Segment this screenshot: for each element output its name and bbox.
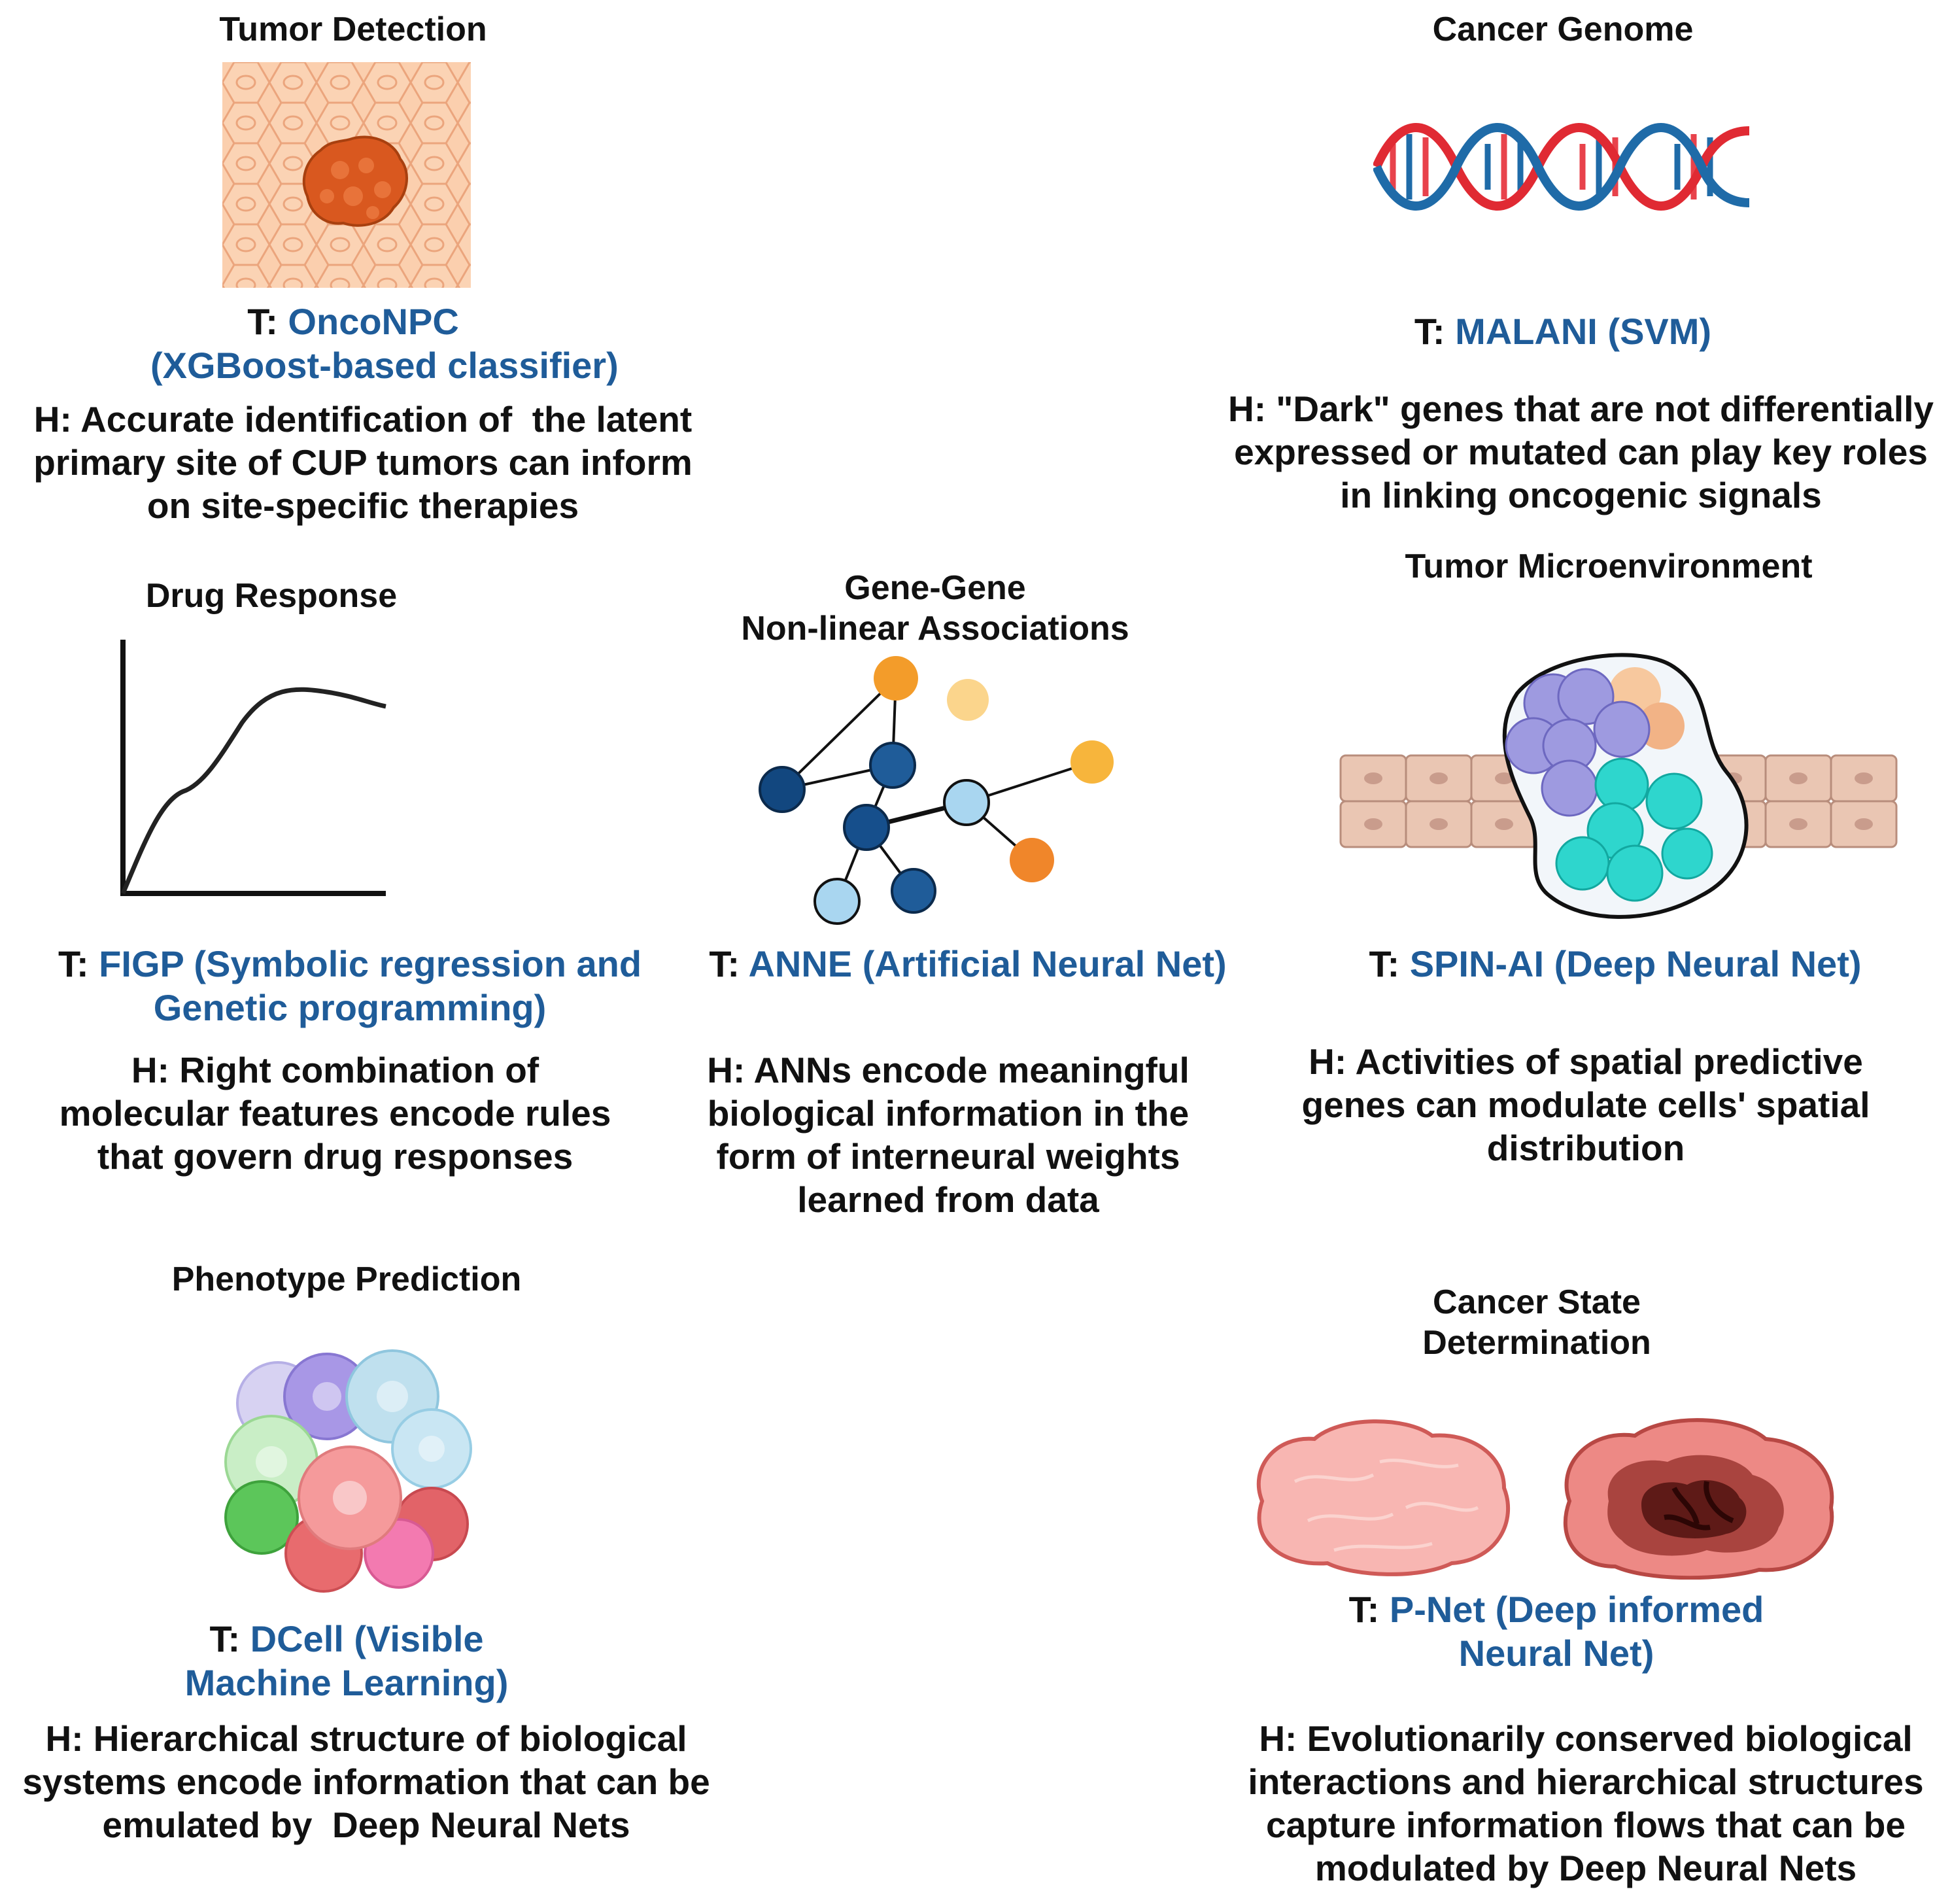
- cancer-state-title: Cancer State Determination: [1327, 1282, 1746, 1364]
- tumor-microenvironment-icon: [1339, 653, 1898, 919]
- hypothesis-line: capture information flows that can be: [1266, 1805, 1906, 1845]
- hypothesis-line: systems encode information that can be: [22, 1761, 710, 1802]
- tool-name: Genetic programming): [153, 987, 547, 1029]
- hypothesis-line: emulated by Deep Neural Nets: [102, 1805, 630, 1845]
- tumor-microenvironment-tool: T: SPIN-AI (Deep Neural Net): [1334, 942, 1896, 986]
- tool-prefix: T:: [1414, 311, 1456, 352]
- hypothesis-line: that govern drug responses: [97, 1136, 574, 1177]
- hypothesis-line: modulated by Deep Neural Nets: [1314, 1848, 1857, 1888]
- title-line: Gene-Gene: [844, 569, 1026, 607]
- tool-name: ANNE (Artificial Neural Net): [748, 943, 1227, 984]
- tool-prefix: T:: [209, 1618, 250, 1659]
- hypothesis-line: interactions and hierarchical structures: [1248, 1761, 1924, 1802]
- hypothesis-line: in linking oncogenic signals: [1340, 475, 1822, 515]
- hypothesis-line: biological information in the: [707, 1093, 1190, 1134]
- cancer-state-hypothesis: H: Evolutionarily conserved biological i…: [1226, 1717, 1945, 1890]
- cancer-genome-hypothesis: H: "Dark" genes that are not differentia…: [1216, 387, 1945, 517]
- tool-name: Machine Learning): [184, 1662, 509, 1704]
- drug-response-hypothesis: H: Right combination of molecular featur…: [26, 1048, 644, 1178]
- tool-prefix: T:: [709, 943, 749, 984]
- hypothesis-line: learned from data: [797, 1179, 1099, 1220]
- tool-name: Neural Net): [1458, 1633, 1654, 1674]
- tool-prefix: T:: [58, 943, 99, 984]
- tool-name: MALANI (SVM): [1455, 311, 1712, 352]
- hypothesis-line: H: Accurate identification of the latent: [33, 399, 693, 440]
- tool-name: SPIN-AI (Deep Neural Net): [1409, 943, 1862, 984]
- phenotype-prediction-tool: T: DCell (Visible Machine Learning): [118, 1617, 575, 1705]
- tool-name: P-Net (Deep informed: [1389, 1589, 1764, 1630]
- gene-gene-hypothesis: H: ANNs encode meaningful biological inf…: [667, 1048, 1229, 1221]
- cancer-genome-title: Cancer Genome: [1354, 9, 1772, 50]
- hypothesis-line: form of interneural weights: [716, 1136, 1180, 1177]
- tool-name: OncoNPC: [288, 301, 459, 342]
- title-line: Phenotype Prediction: [171, 1260, 522, 1298]
- title-line: Tumor Detection: [219, 10, 487, 48]
- tool-prefix: T:: [247, 301, 288, 342]
- tool-name: DCell (Visible: [250, 1618, 484, 1659]
- dna-helix-icon: [1373, 123, 1750, 211]
- dose-response-curve-icon: [120, 640, 386, 896]
- tumor-on-tissue-icon: [222, 62, 471, 288]
- gene-network-icon: [759, 656, 1114, 925]
- hypothesis-line: H: Right combination of: [131, 1050, 539, 1090]
- drug-response-title: Drug Response: [59, 576, 484, 616]
- tool-prefix: T:: [1369, 943, 1410, 984]
- hypothesis-line: molecular features encode rules: [59, 1093, 611, 1134]
- hypothesis-line: H: ANNs encode meaningful: [707, 1050, 1190, 1090]
- tumor-detection-tool: T: OncoNPC (XGBoost-based classifier): [150, 300, 619, 387]
- title-line: Determination: [1422, 1324, 1651, 1362]
- phenotype-prediction-hypothesis: H: Hierarchical structure of biological …: [0, 1717, 732, 1846]
- hypothesis-line: expressed or mutated can play key roles: [1234, 432, 1928, 472]
- hypothesis-line: genes can modulate cells' spatial: [1301, 1084, 1870, 1125]
- healthy-vs-diseased-tissue-icon: [1256, 1418, 1834, 1580]
- tool-name: FIGP (Symbolic regression and: [99, 943, 642, 984]
- drug-response-tool: T: FIGP (Symbolic regression and Genetic…: [36, 942, 664, 1030]
- hypothesis-line: primary site of CUP tumors can inform: [33, 442, 693, 483]
- hypothesis-line: H: "Dark" genes that are not differentia…: [1227, 389, 1934, 429]
- tool-name: (XGBoost-based classifier): [150, 345, 619, 387]
- title-line: Tumor Microenvironment: [1405, 547, 1813, 585]
- gene-gene-title: Gene-Gene Non-linear Associations: [687, 568, 1184, 649]
- tumor-detection-hypothesis: H: Accurate identification of the latent…: [7, 398, 719, 527]
- hypothesis-line: H: Evolutionarily conserved biological: [1259, 1718, 1913, 1759]
- title-line: Drug Response: [145, 577, 398, 615]
- hypothesis-line: H: Activities of spatial predictive: [1309, 1041, 1863, 1082]
- hypothesis-line: distribution: [1486, 1128, 1685, 1168]
- hypothesis-line: on site-specific therapies: [146, 485, 579, 526]
- gene-gene-tool: T: ANNE (Artificial Neural Net): [680, 942, 1256, 986]
- tool-prefix: T:: [1348, 1589, 1390, 1630]
- cancer-genome-tool: T: MALANI (SVM): [1341, 309, 1785, 353]
- title-line: Cancer State: [1433, 1283, 1641, 1321]
- tumor-detection-title: Tumor Detection: [144, 9, 562, 50]
- phenotype-prediction-title: Phenotype Prediction: [118, 1259, 575, 1300]
- cancer-state-tool: T: P-Net (Deep informed Neural Net): [1308, 1587, 1805, 1675]
- tumor-microenvironment-hypothesis: H: Activities of spatial predictive gene…: [1275, 1040, 1896, 1169]
- title-line: Non-linear Associations: [741, 610, 1129, 648]
- hypothesis-line: H: Hierarchical structure of biological: [45, 1718, 687, 1759]
- cell-cluster-icon: [224, 1349, 472, 1593]
- title-line: Cancer Genome: [1432, 10, 1694, 48]
- tumor-microenvironment-title: Tumor Microenvironment: [1360, 546, 1857, 587]
